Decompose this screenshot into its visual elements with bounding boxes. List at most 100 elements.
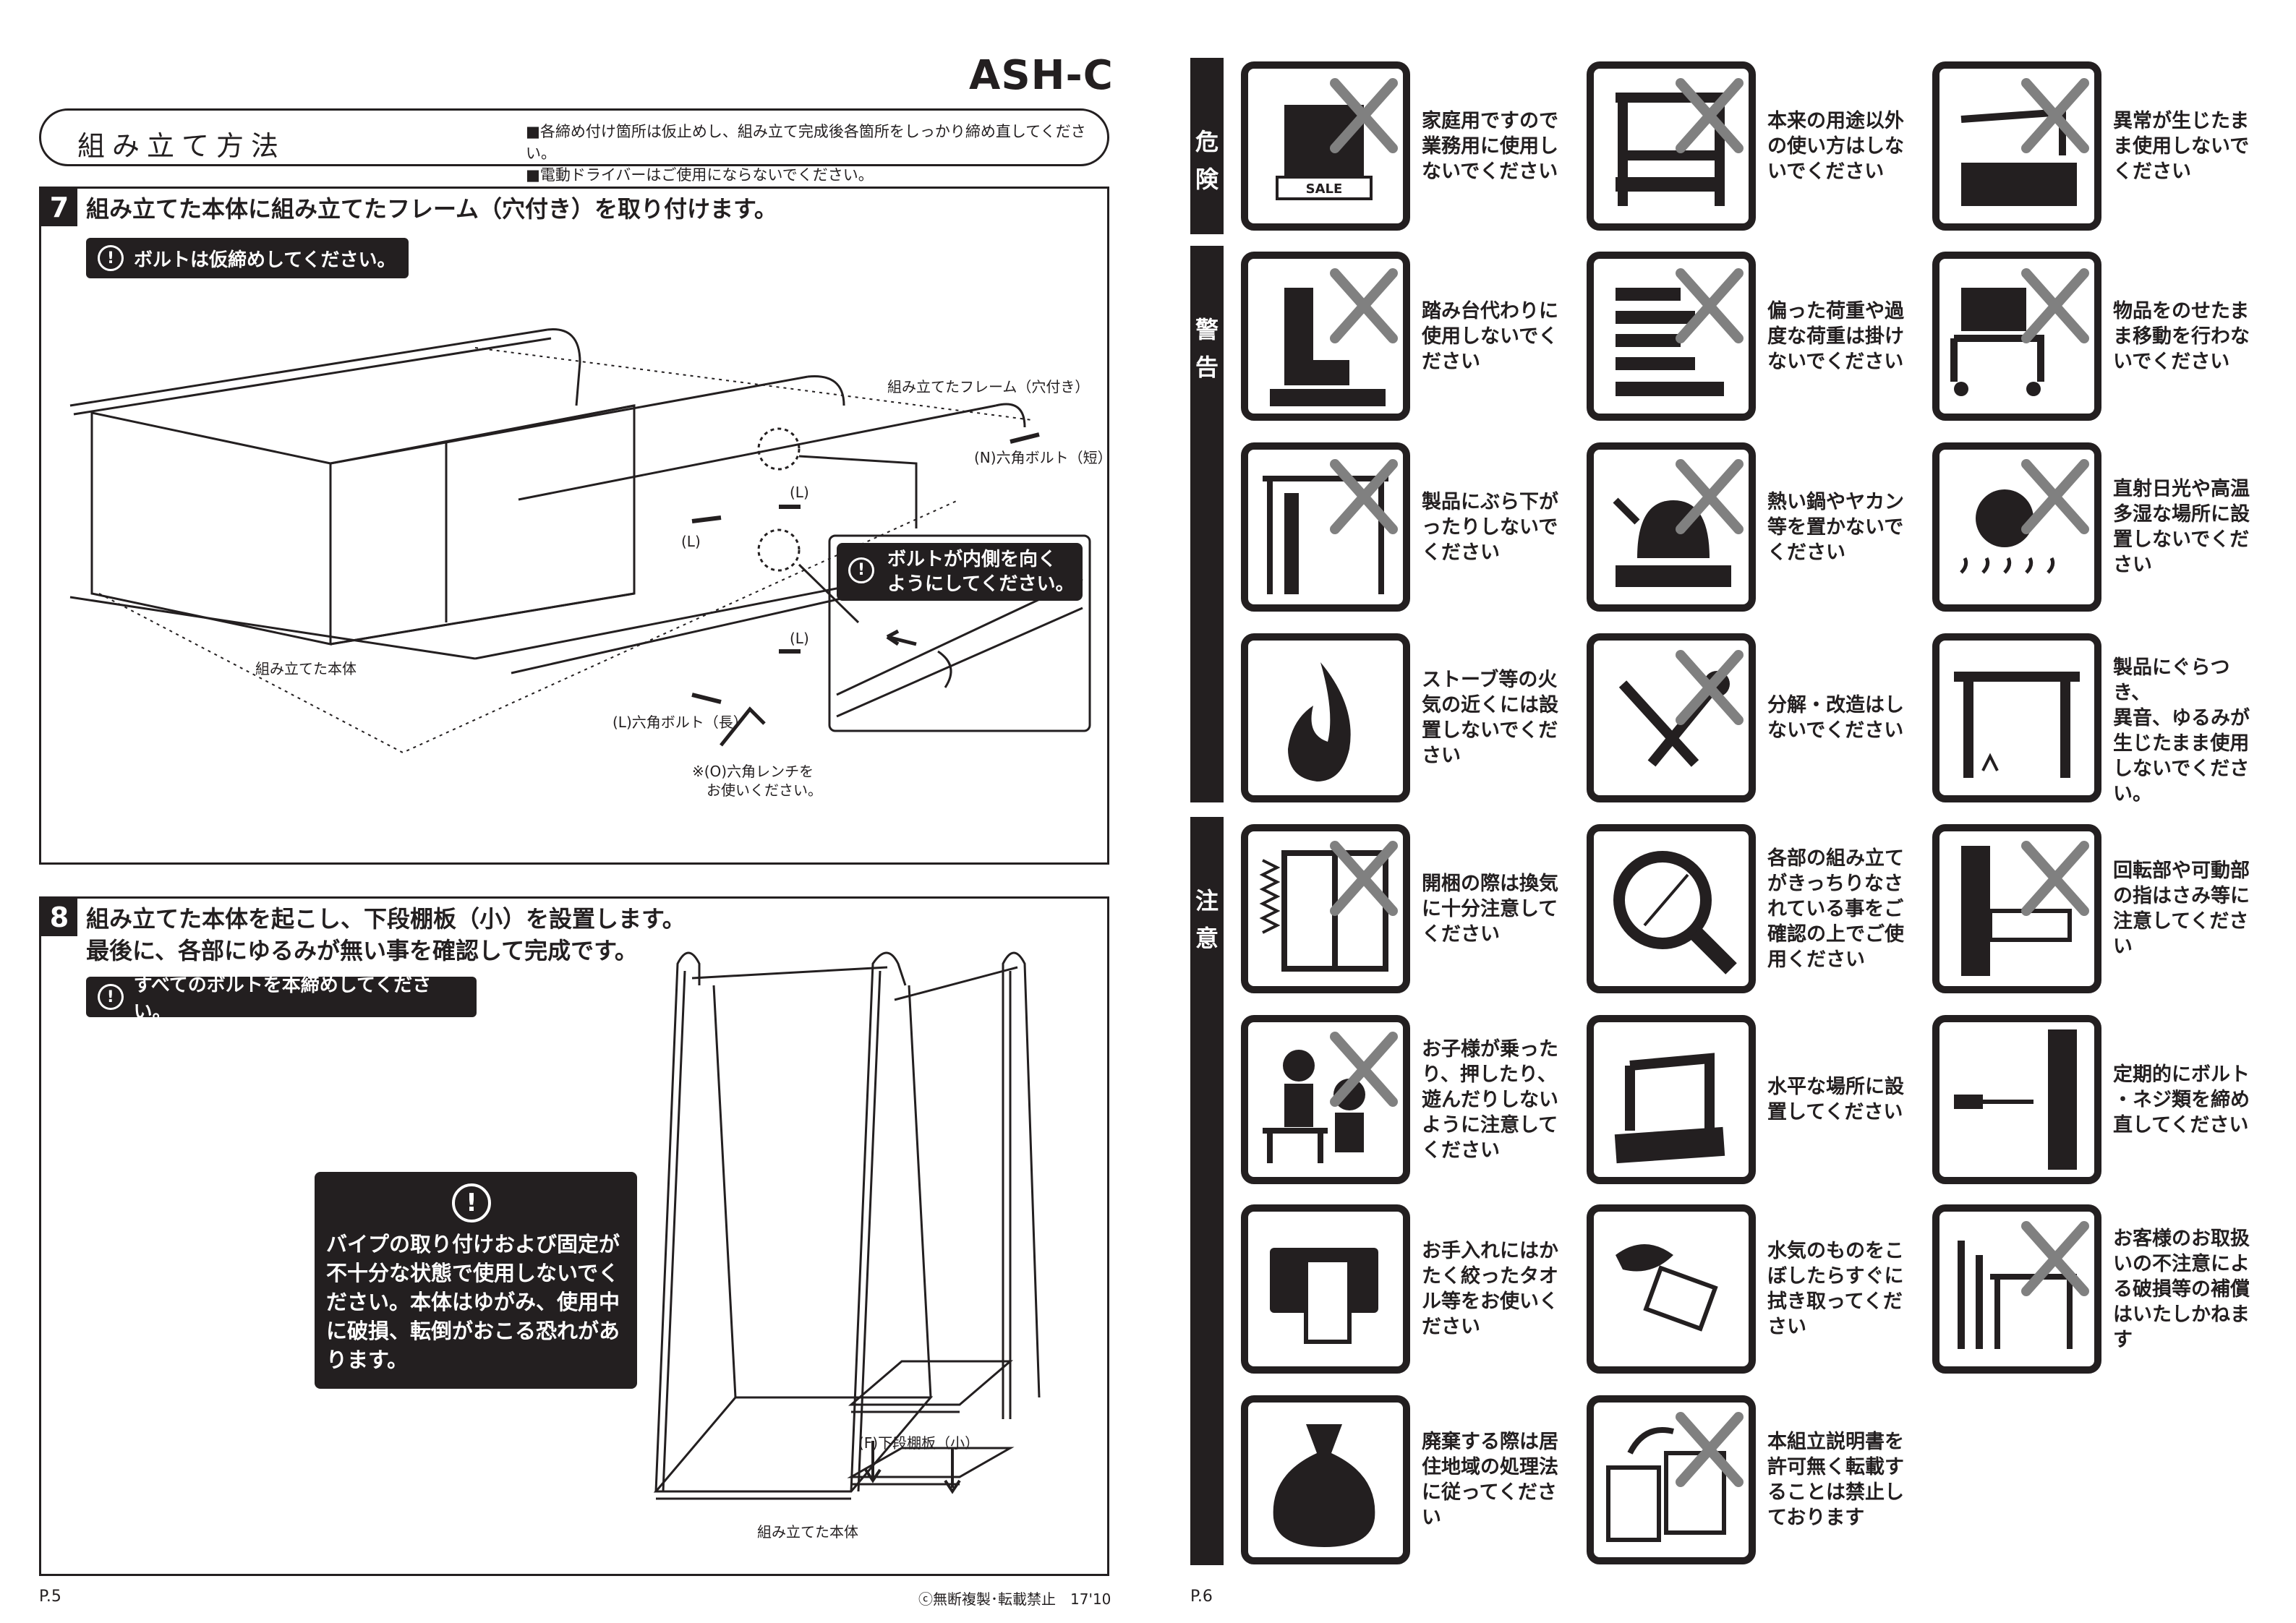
caution-text-line: さい (2113, 554, 2152, 576)
wipe-hand-icon (1241, 1204, 1410, 1374)
warning-line: バイプの取り付けおよび固定が (326, 1232, 620, 1256)
bolt-position-label: (L) (790, 630, 809, 647)
step-title: 組み立てた本体を起こし、下段棚板（小）を設置します。 最後に、各部にゆるみが無い… (86, 903, 686, 967)
pipe-warning-callout: ! バイプの取り付けおよび固定が 不十分な状態で使用しないでく ださい。本体はゆ… (315, 1172, 637, 1389)
callout-line: ボルトが内側を向く (887, 549, 1057, 570)
caution-text-line: 本組立説明書を (1767, 1431, 1904, 1453)
hanging-hand-icon (1241, 442, 1410, 612)
garbage-bag-icon (1241, 1395, 1410, 1564)
sun-icon (1932, 442, 2101, 612)
bolt-short-label: (N)六角ボルト（短） (974, 449, 1112, 466)
caution-text-line: さい (1422, 745, 1461, 767)
caution-text-line: 気の近くには設 (1422, 694, 1558, 716)
title-notes: ■各締め付け箇所は仮止めし、組み立て完成後各箇所をしっかり締め直してください。 … (526, 121, 1107, 186)
hot-kettle-icon (1587, 442, 1756, 612)
caution-text-line: 製品にぐらつき、 (2113, 656, 2230, 704)
caution-text-line: 許可無く転載す (1767, 1456, 1904, 1478)
caution-text: お手入れにはかたく絞ったタオル等をお使いください (1422, 1238, 1566, 1340)
svg-text:SALE: SALE (1306, 181, 1343, 197)
caution-text-line: 偏った荷重や過 (1767, 299, 1904, 322)
caution-text-line: 確認の上でご使 (1767, 922, 1904, 946)
caution-text-line: お手入れにはか (1422, 1240, 1558, 1262)
caution-text-line: れている事をご (1767, 897, 1904, 920)
caution-text-line: 生じたまま使用 (2113, 732, 2250, 755)
caution-text-line: ください (1422, 1139, 1500, 1162)
step-note: ! ボルトは仮締めしてください。 (86, 238, 409, 278)
body-label: 組み立てた本体 (757, 1523, 858, 1541)
caution-text-line: いでください (1767, 160, 1885, 183)
model-number: ASH-C (969, 52, 1114, 99)
caution-text-line: 廃棄する際は居 (1422, 1431, 1558, 1453)
caution-text: 分解・改造はしないでください (1767, 693, 1912, 743)
bolt-position-label: (L) (790, 484, 809, 501)
caution-text-line: す (2113, 1328, 2133, 1351)
step-7-panel: 7 組み立てた本体に組み立てたフレーム（穴付き）を取り付けます。 ! ボルトは仮… (39, 187, 1112, 865)
caution-text-line: いの不注意によ (2113, 1252, 2250, 1275)
caution-text-line: 水気のものをこ (1767, 1240, 1904, 1262)
caution-text-line: 注意してくださ (2113, 910, 2249, 933)
caution-text-line: ぼしたらすぐに (1767, 1265, 1904, 1288)
window-ventilation-icon (1241, 824, 1410, 993)
caution-text-line: 踏み台代わりに (1422, 299, 1558, 322)
caution-text-line: 各部の組み立て (1767, 847, 1904, 870)
damage-tools-icon (1932, 1204, 2101, 1374)
callout-line: ようにしてください。 (887, 573, 1075, 595)
caution-text-line: の指はさみ等に (2113, 885, 2250, 907)
step-note: ! すべてのボルトを本締めしてください。 (86, 975, 477, 1023)
caution-text-line: ないでください (1422, 160, 1558, 183)
caution-text: 物品をのせたまま移動を行わないでください (2113, 299, 2258, 374)
caution-text-line: り、押したり、 (1422, 1063, 1557, 1086)
caution-text-line: 異音、ゆるみが (2113, 706, 2250, 729)
caution-text: お客様のお取扱いの不注意による破損等の補償はいたしかねます (2113, 1226, 2258, 1353)
caution-text: 製品にぶら下がったりしないでください (1422, 489, 1566, 565)
magnifier-icon (1587, 824, 1756, 993)
caution-text-line: 使用しないでく (1422, 325, 1558, 348)
caution-text: 本来の用途以外の使い方はしないでください (1767, 108, 1912, 184)
step-title-line: 組み立てた本体を起こし、下段棚板（小）を設置します。 (86, 905, 686, 933)
wipe-water-icon (1587, 1204, 1756, 1374)
frame-assembly-diagram (69, 328, 1091, 754)
caution-category-bar: 注 意 (1190, 817, 1224, 1565)
tools-icon (1587, 633, 1756, 802)
step-8-panel: 8 組み立てた本体を起こし、下段棚板（小）を設置します。 最後に、各部にゆるみが… (39, 896, 1109, 1576)
wrench-note: お使いください。 (707, 781, 822, 799)
children-icon (1241, 1015, 1410, 1184)
caution-text-line: 分解・改造はし (1767, 694, 1904, 716)
step-number: 7 (41, 189, 77, 226)
caution-text-line: ください (1422, 541, 1500, 564)
section-title: 組み立て方法 (77, 130, 286, 162)
uneven-load-icon (1587, 252, 1756, 421)
caution-text-line: 開梱の際は換気 (1422, 872, 1558, 895)
caution-text-line: たく絞ったタオ (1422, 1265, 1558, 1288)
exclamation-icon: ! (98, 984, 124, 1010)
shelf-label: (F)下段棚板（小） (858, 1434, 980, 1452)
caution-text-line: 置してください (1767, 1101, 1903, 1123)
step-note-text: ボルトは仮締めしてください。 (134, 249, 396, 271)
bolt-direction-callout: ! ボルトが内側を向く ようにしてください。 (837, 543, 1083, 601)
screwdriver-icon (1932, 1015, 2101, 1184)
caution-text-line: しないでくださ (2113, 757, 2250, 780)
caution-text-line: ように注意して (1422, 1113, 1558, 1136)
caution-text-line: 回転部や可動部 (2113, 860, 2250, 882)
caution-text-line: 住地域の処理法 (1422, 1456, 1558, 1478)
caution-text-line: い (2113, 935, 2133, 958)
page-number: P.5 (39, 1588, 61, 1606)
caution-text-line: 等を置かないで (1767, 515, 1904, 539)
category-char: 警 (1195, 316, 1219, 343)
caution-text-line: ください (2113, 160, 2191, 183)
caution-text-line: い (1422, 1507, 1441, 1529)
caution-text-line: お客様のお取扱 (2113, 1227, 2250, 1250)
caution-text-line: 製品にぶら下が (1422, 490, 1558, 513)
caution-text-line: 多湿な場所に設 (2113, 503, 2250, 526)
caution-text-line: ないでください (1767, 719, 1904, 742)
caution-text: 製品にぐらつき、異音、ゆるみが生じたまま使用しないでください。 (2113, 655, 2258, 807)
caution-text-line: 直してください (2113, 1113, 2249, 1136)
copyright-notice: ⓒ無断複製･転載禁止 17'10 (918, 1590, 1111, 1608)
caution-text: 水気のものをこぼしたらすぐに拭き取ってください (1767, 1238, 1912, 1340)
wobbly-frame-icon (1932, 633, 2101, 802)
caution-text-line: お子様が乗った (1422, 1037, 1558, 1061)
copy-document-icon (1587, 1395, 1756, 1564)
warning-line: 不十分な状態で使用しないでく (326, 1261, 620, 1285)
caution-text-line: ま移動を行わな (2113, 325, 2250, 348)
category-char: 険 (1195, 166, 1219, 193)
